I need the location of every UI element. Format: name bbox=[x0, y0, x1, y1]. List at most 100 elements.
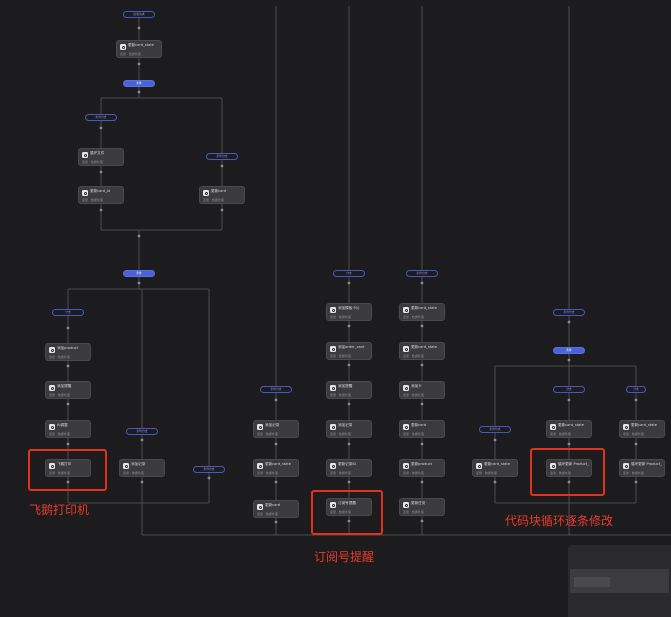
workflow-node[interactable]: 添加卡变量 · 数据处理 bbox=[399, 381, 445, 399]
workflow-node[interactable]: 添加提醒变量 · 数据处理 bbox=[45, 381, 91, 399]
workflow-node[interactable]: 更新card 变量 · 数据处理 bbox=[253, 500, 299, 518]
node-title: 循环更新 Product_模块 bbox=[558, 462, 589, 466]
node-title: 更新card_state bbox=[265, 462, 291, 466]
node-title: 更新card_id bbox=[90, 189, 111, 193]
node-subtitle: 变量 · 数据处理 bbox=[330, 393, 351, 397]
database-icon bbox=[82, 190, 88, 196]
node-title: 添加记录 bbox=[338, 423, 353, 427]
branch-pill[interactable]: 条件分支 bbox=[553, 309, 585, 316]
condition-pill[interactable]: 条件 bbox=[123, 80, 155, 87]
database-icon bbox=[120, 44, 126, 50]
connector-lines bbox=[67, 6, 671, 536]
workflow-node[interactable]: 添加记录变量 · 数据处理 bbox=[119, 459, 165, 477]
workflow-node[interactable]: 循环更新 Product_模块变量 · 数据处理 bbox=[619, 459, 665, 477]
subscription-highlight-box bbox=[311, 490, 383, 535]
node-title: 添加记录 bbox=[265, 423, 280, 427]
printer-highlight-box bbox=[28, 449, 107, 491]
branch-pill[interactable]: 条件分支 bbox=[126, 428, 158, 435]
node-subtitle: 变量 · 数据处理 bbox=[403, 432, 424, 436]
workflow-node[interactable]: 添加记录变量 · 数据处理 bbox=[253, 420, 299, 438]
workflow-node[interactable]: 添加提醒变量 · 数据处理 bbox=[326, 381, 372, 399]
node-subtitle: 变量 · 数据处理 bbox=[330, 354, 351, 358]
branch-pill[interactable]: 条件分支 bbox=[260, 386, 292, 393]
condition-pill[interactable]: 条件 bbox=[553, 347, 585, 354]
plugin-icon bbox=[330, 502, 336, 508]
node-title: 更新card bbox=[265, 503, 281, 507]
workflow-node[interactable]: 更新任务变量 · 数据处理 bbox=[399, 498, 445, 516]
start-pill[interactable]: 接收请求 bbox=[123, 11, 155, 18]
workflow-node[interactable]: 更新card_state 变量 · 数据处理 bbox=[546, 420, 592, 438]
loop-icon bbox=[82, 152, 88, 158]
condition-pill[interactable]: 条件 bbox=[123, 270, 155, 277]
node-subtitle: 变量 · 数据处理 bbox=[203, 198, 224, 202]
node-title: 循环文件 bbox=[90, 151, 105, 155]
workflow-node[interactable]: 添加模板卡片变量 · 数据处理 bbox=[326, 303, 372, 321]
database-icon bbox=[403, 424, 409, 430]
branch-pill[interactable]: 分支 bbox=[333, 270, 365, 277]
node-subtitle: 变量 · 数据处理 bbox=[330, 510, 351, 514]
loop-edit-annotation-label: 代码块循环逐条修改 bbox=[505, 514, 614, 528]
database-icon bbox=[330, 463, 336, 469]
printer-annotation-label: 飞鹅打印机 bbox=[29, 503, 90, 517]
branch-pill[interactable]: 条件分支 bbox=[479, 426, 511, 433]
node-subtitle: 变量 · 数据处理 bbox=[403, 471, 424, 475]
workflow-node[interactable]: 添加记录变量 · 数据处理 bbox=[326, 420, 372, 438]
node-title: 更新任务 bbox=[411, 501, 426, 505]
node-subtitle: 变量 · 数据处理 bbox=[623, 432, 644, 436]
database-icon bbox=[330, 346, 336, 352]
branch-pill[interactable]: 条件分支 bbox=[193, 466, 225, 473]
database-icon bbox=[49, 347, 55, 353]
node-subtitle: 变量 · 数据处理 bbox=[330, 432, 351, 436]
node-subtitle: 变量 · 数据处理 bbox=[403, 315, 424, 319]
database-icon bbox=[49, 385, 55, 391]
node-subtitle: 变量 · 数据处理 bbox=[82, 160, 103, 164]
workflow-node[interactable]: 循环文件变量 · 数据处理 bbox=[78, 148, 124, 166]
loop-edit-highlight-box bbox=[530, 448, 605, 496]
node-subtitle: 变量 · 数据处理 bbox=[476, 471, 497, 475]
node-subtitle: 变量 · 数据处理 bbox=[403, 510, 424, 514]
node-subtitle: 变量 · 数据处理 bbox=[257, 512, 278, 516]
database-icon bbox=[403, 463, 409, 469]
code-icon bbox=[550, 463, 556, 469]
workflow-node[interactable]: 循环更新 Product_模块变量 · 数据处理 bbox=[546, 459, 592, 477]
node-subtitle: 变量 · 数据处理 bbox=[49, 471, 70, 475]
workflow-node[interactable]: 飞鹅打印变量 · 数据处理 bbox=[45, 459, 91, 477]
minimap[interactable] bbox=[568, 545, 671, 617]
node-title: AI调整 bbox=[57, 423, 68, 427]
branch-pill[interactable]: 条件分支 bbox=[206, 153, 238, 160]
workflow-node[interactable]: 更新product 变量 · 数据处理 bbox=[399, 459, 445, 477]
workflow-node[interactable]: 订阅号提醒变量 · 数据处理 bbox=[326, 498, 372, 516]
branch-pill[interactable]: 分支 bbox=[553, 386, 585, 393]
node-subtitle: 变量 · 数据处理 bbox=[550, 432, 571, 436]
node-title: 添加提醒 bbox=[57, 384, 72, 388]
node-title: 更新card_state bbox=[558, 423, 584, 427]
node-title: 更新product bbox=[411, 462, 433, 466]
plugin-icon bbox=[49, 463, 55, 469]
database-icon bbox=[403, 307, 409, 313]
node-title: 飞鹅打印 bbox=[57, 462, 72, 466]
node-subtitle: 变量 · 数据处理 bbox=[623, 471, 644, 475]
branch-pill[interactable]: 条件分支 bbox=[85, 114, 117, 121]
node-title: 更新card_state bbox=[128, 43, 154, 47]
branch-pill[interactable]: 分支 bbox=[52, 309, 84, 316]
workflow-node[interactable]: AI调整变量 · 数据处理 bbox=[45, 420, 91, 438]
node-subtitle: 变量 · 数据处理 bbox=[123, 471, 144, 475]
workflow-node[interactable]: 更新card 变量 · 数据处理 bbox=[399, 420, 445, 438]
node-title: 订阅号提醒 bbox=[338, 501, 356, 505]
branch-pill[interactable]: 分支 bbox=[626, 386, 646, 393]
node-title: 更新card bbox=[411, 423, 427, 427]
node-subtitle: 变量 · 数据处理 bbox=[403, 354, 424, 358]
branch-pill[interactable]: 条件分支 bbox=[406, 270, 438, 277]
